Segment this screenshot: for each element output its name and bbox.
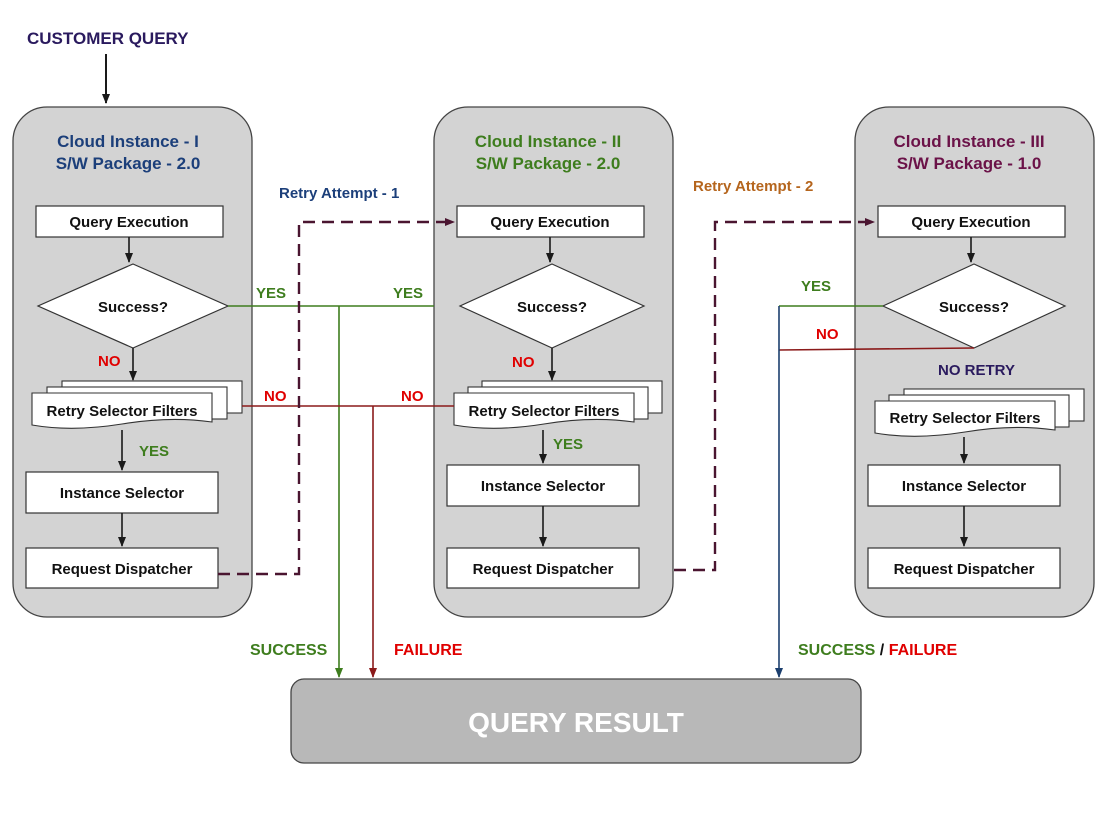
instance-3-instance-selector: Instance Selector: [867, 464, 1061, 507]
instance-2-instance-selector-label: Instance Selector: [481, 478, 605, 495]
instance-2-request-dispatcher: Request Dispatcher: [446, 547, 640, 589]
i1-no-label: NO: [98, 353, 121, 370]
success-part: SUCCESS: [798, 642, 876, 659]
retry-attempt-1-label: Retry Attempt - 1: [279, 185, 399, 202]
instance-1-query-execution-label: Query Execution: [69, 214, 188, 231]
instance-3-query-execution-label: Query Execution: [911, 214, 1030, 231]
instance-2-name: Cloud Instance - II: [475, 132, 621, 151]
instance-2-request-dispatcher-label: Request Dispatcher: [473, 561, 614, 578]
retry-attempt-2-label: Retry Attempt - 2: [693, 178, 813, 195]
instance-2-package: S/W Package - 2.0: [476, 154, 621, 173]
instance-1-instance-selector-label: Instance Selector: [60, 485, 184, 502]
instance-1-retry-filters-label: Retry Selector Filters: [47, 403, 198, 420]
i3-failure-path: [778, 347, 975, 351]
instance-2-retry-filters-label: Retry Selector Filters: [469, 403, 620, 420]
instance-1-request-dispatcher: Request Dispatcher: [25, 547, 219, 589]
retry-path-2: [674, 218, 875, 572]
query-result-label: QUERY RESULT: [468, 707, 684, 738]
customer-query-title: CUSTOMER QUERY: [27, 29, 189, 48]
failure-outcome-label: FAILURE: [394, 642, 463, 659]
instance-2-retry-filters: Retry Selector Filters: [453, 380, 663, 429]
instance-1-retry-filters: Retry Selector Filters: [31, 380, 243, 429]
instance-3-package: S/W Package - 1.0: [897, 154, 1042, 173]
instance-3-success-decision: Success?: [881, 263, 1067, 349]
instance-3-name: Cloud Instance - III: [893, 132, 1044, 151]
instance-3-query-execution: Query Execution: [877, 205, 1066, 238]
i1-yes-filters-label: YES: [139, 443, 169, 460]
instance-2-query-execution: Query Execution: [456, 205, 645, 238]
i1-yes-success-label: YES: [256, 285, 286, 302]
instance-2-success-label: Success?: [517, 299, 587, 316]
i2-yes-success-label: YES: [393, 285, 423, 302]
failure-part: FAILURE: [889, 642, 958, 659]
instance-1-name: Cloud Instance - I: [57, 132, 199, 151]
instance-3-request-dispatcher-label: Request Dispatcher: [894, 561, 1035, 578]
i2-no-filters-label: NO: [401, 388, 424, 405]
instance-1-instance-selector: Instance Selector: [25, 471, 219, 514]
instance-3-instance-selector-label: Instance Selector: [902, 478, 1026, 495]
i3-no-retry-label: NO RETRY: [938, 362, 1015, 379]
i2-no-label: NO: [512, 354, 535, 371]
instance-2-success-decision: Success?: [458, 263, 646, 349]
i3-yes-success-label: YES: [801, 278, 831, 295]
i1-no-filters-label: NO: [264, 388, 287, 405]
instance-1-package: S/W Package - 2.0: [56, 154, 201, 173]
instance-3-retry-filters: Retry Selector Filters: [874, 388, 1085, 437]
instance-1-request-dispatcher-label: Request Dispatcher: [52, 561, 193, 578]
instance-3-success-label: Success?: [939, 299, 1009, 316]
instance-2-query-execution-label: Query Execution: [490, 214, 609, 231]
cloud-instance-2-container: [433, 106, 674, 618]
instance-1-success-label: Success?: [98, 299, 168, 316]
instance-3-retry-filters-label: Retry Selector Filters: [890, 410, 1041, 427]
success-failure-outcome-label: SUCCESS / FAILURE: [798, 642, 957, 659]
i2-yes-filters-label: YES: [553, 436, 583, 453]
instance-1-query-execution: Query Execution: [35, 205, 224, 238]
outcome-separator: /: [875, 642, 888, 659]
instance-2-instance-selector: Instance Selector: [446, 464, 640, 507]
retry-path-1: [218, 218, 455, 576]
instance-3-request-dispatcher: Request Dispatcher: [867, 547, 1061, 589]
i3-no-label: NO: [816, 326, 839, 343]
query-result-box: [290, 678, 862, 764]
success-outcome-label: SUCCESS: [250, 642, 328, 659]
